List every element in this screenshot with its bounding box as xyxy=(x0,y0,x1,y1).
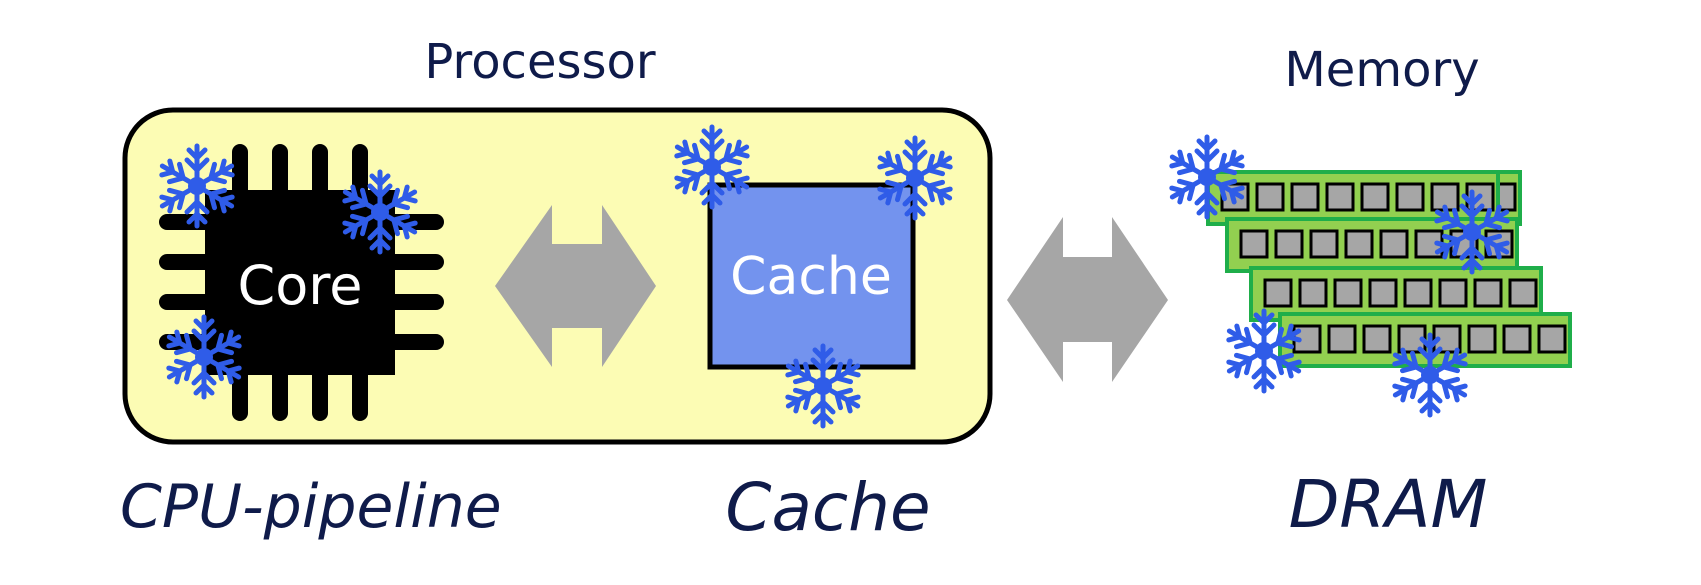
double-arrow-icon xyxy=(1007,217,1168,382)
cpu-pipeline-label: CPU-pipeline xyxy=(120,472,502,542)
processor-title: Processor xyxy=(424,34,655,90)
double-arrow-icon xyxy=(495,205,656,367)
cache-box xyxy=(707,182,916,370)
memory-title: Memory xyxy=(1284,42,1479,98)
dram-label: DRAM xyxy=(1289,466,1488,543)
cache-label: Cache xyxy=(725,469,930,546)
cache-box-label: Cache xyxy=(730,247,892,307)
core-label: Core xyxy=(238,254,363,317)
